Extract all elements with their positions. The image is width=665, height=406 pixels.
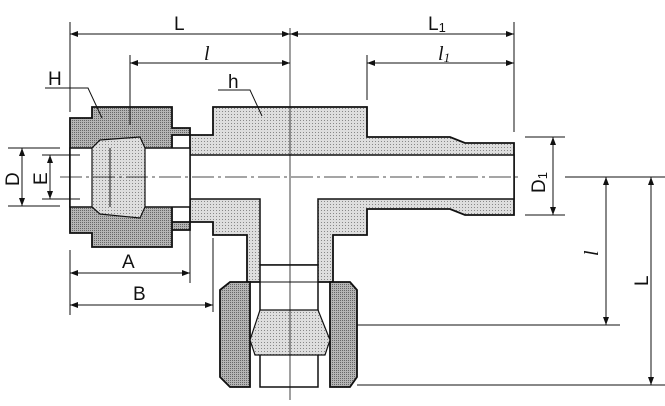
bottom-nut bbox=[219, 281, 358, 388]
dim-l-right-label: l bbox=[581, 250, 603, 256]
dim-D1-label: D1 bbox=[529, 172, 550, 193]
dim-E-label: E bbox=[31, 172, 52, 185]
dim-L1-label: L1 bbox=[428, 14, 446, 35]
dim-L-right-label: L bbox=[632, 275, 653, 286]
nut-H-label: H bbox=[48, 69, 62, 90]
body-h-label: h bbox=[228, 72, 239, 93]
dim-D-label: D bbox=[3, 172, 24, 186]
dim-l1-label: l1 bbox=[438, 43, 450, 65]
dim-L-label: L bbox=[174, 14, 185, 35]
dim-l-label: l bbox=[204, 43, 210, 65]
dim-B-label: B bbox=[133, 284, 146, 305]
dim-A-label: A bbox=[122, 252, 135, 273]
left-ferrule bbox=[91, 136, 146, 219]
